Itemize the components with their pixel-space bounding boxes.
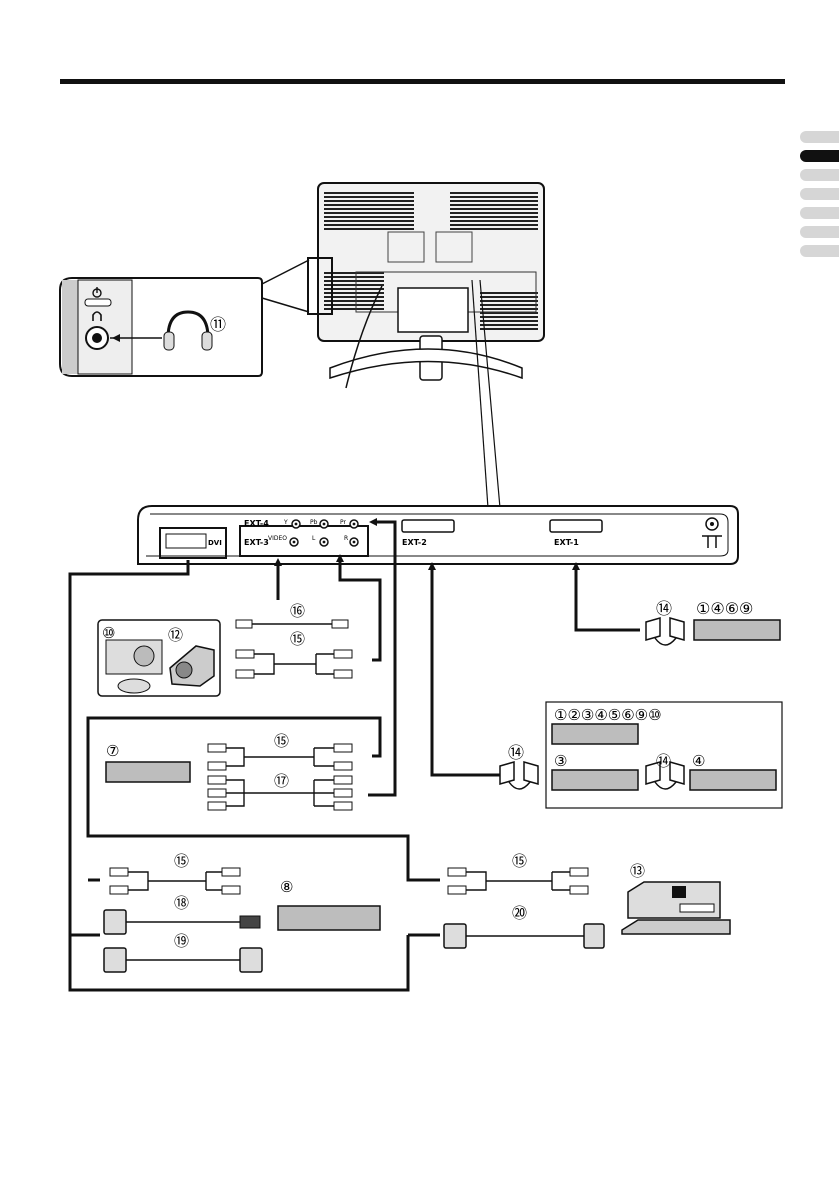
callout-component-cable: ⑰ xyxy=(274,772,289,790)
callout-scart-2: ⑭ xyxy=(508,743,524,762)
scart-ext1[interactable] xyxy=(550,520,602,532)
dvi-plug xyxy=(444,924,466,948)
dvi-device-group: ⑮ ⑱ ⑲ ⑧ xyxy=(104,852,380,972)
rca-plug xyxy=(334,670,352,678)
callout-ext2-device-left: ③ xyxy=(554,752,567,770)
dvi-plug xyxy=(104,910,126,934)
callout-dvi-hdmi-cable: ⑱ xyxy=(174,894,189,912)
hdmi-plug xyxy=(240,916,260,928)
rca-plug xyxy=(236,620,252,628)
dvi-connector[interactable] xyxy=(166,534,206,548)
label-ext1: EXT-1 xyxy=(554,538,579,547)
callout-ext2-devices-top: ①②③④⑤⑥⑨⑩ xyxy=(554,706,662,724)
tv-rear-view xyxy=(308,183,544,508)
rca-plug xyxy=(334,762,352,770)
rca-plug xyxy=(208,776,226,784)
ext1-device xyxy=(694,620,780,640)
rca-plug xyxy=(570,886,588,894)
callout-dvi-device: ⑧ xyxy=(280,878,293,896)
callout-headphones: ⑪ xyxy=(210,315,226,334)
label-video: VIDEO xyxy=(268,535,287,542)
label-pr: Pr xyxy=(340,519,347,526)
callout-audio-cable-3: ⑮ xyxy=(174,852,189,870)
rca-plug xyxy=(332,620,348,628)
scart-cable-1 xyxy=(646,618,684,640)
label-r: R xyxy=(344,535,348,542)
callout-camcorder: ⑫ xyxy=(168,626,183,644)
terminal-panel: DVI EXT-4 EXT-3 Y Pb Pr VIDEO L R EXT-2 … xyxy=(138,506,738,564)
rca-plug xyxy=(334,650,352,658)
rca-plug xyxy=(334,802,352,810)
rca-plug xyxy=(448,868,466,876)
rca-jack[interactable] xyxy=(350,520,358,528)
callout-audio-cable-4: ⑮ xyxy=(512,852,527,870)
ext2-device-group: ⑭ ①②③④⑤⑥⑨⑩ ③ ⑭ ④ xyxy=(500,702,782,808)
dvi-plug xyxy=(104,948,126,972)
game-controller xyxy=(118,679,150,693)
ext2-device-right xyxy=(690,770,776,790)
rca-plug xyxy=(208,802,226,810)
rca-jack[interactable] xyxy=(290,538,298,546)
rca-plug xyxy=(236,670,254,678)
callout-dvi-dvi-cable: ⑲ xyxy=(174,932,189,950)
rca-jack[interactable] xyxy=(320,520,328,528)
scart-ext2[interactable] xyxy=(402,520,454,532)
rca-plug xyxy=(110,886,128,894)
label-pb: Pb xyxy=(310,519,318,526)
label-ext2: EXT-2 xyxy=(402,538,427,547)
rca-plug xyxy=(222,868,240,876)
callout-game-console: ⑩ xyxy=(102,624,115,642)
label-dvi: DVI xyxy=(208,539,222,547)
callout-scart-3: ⑭ xyxy=(656,752,671,770)
callout-audio-cable-1: ⑮ xyxy=(290,630,305,648)
rca-plug xyxy=(334,776,352,784)
rca-plug xyxy=(448,886,466,894)
pc-device-group: ⑮ ⑳ ⑬ xyxy=(444,852,730,948)
keyboard xyxy=(622,920,730,934)
rca-plug xyxy=(110,868,128,876)
rca-plug xyxy=(208,789,226,797)
ext2-device-left xyxy=(552,770,638,790)
dvd-player xyxy=(106,762,190,782)
rca-jack[interactable] xyxy=(292,520,300,528)
rca-plug xyxy=(334,744,352,752)
dvi-plug xyxy=(240,948,262,972)
callout-video-cable: ⑯ xyxy=(290,602,305,620)
ext4-device-group: ⑦ ⑮ ⑰ xyxy=(106,732,352,810)
ext3-device-group: ⑩ ⑫ ⑯ ⑮ xyxy=(98,602,352,696)
rca-plug xyxy=(208,744,226,752)
callout-dvd-player: ⑦ xyxy=(106,742,119,760)
rca-plug xyxy=(334,789,352,797)
label-ext4: EXT-4 xyxy=(244,519,269,528)
vga-plug xyxy=(584,924,604,948)
callout-ext2-device-right: ④ xyxy=(692,752,705,770)
rca-jack[interactable] xyxy=(320,538,328,546)
scart-cable-2 xyxy=(500,762,538,784)
ext2-device-top xyxy=(552,724,638,744)
rca-plug xyxy=(208,762,226,770)
callout-computer: ⑬ xyxy=(630,862,645,880)
callout-dvi-pc-cable: ⑳ xyxy=(512,904,527,922)
rca-jack[interactable] xyxy=(350,538,358,546)
ext1-device-group: ⑭ ①④⑥⑨ xyxy=(646,599,780,645)
callout-audio-cable-2: ⑮ xyxy=(274,732,289,750)
callout-scart-1: ⑭ xyxy=(656,599,672,618)
headphone-zoom: ⑪ xyxy=(60,260,309,376)
dvi-device xyxy=(278,906,380,930)
rca-plug xyxy=(570,868,588,876)
rca-plug xyxy=(222,886,240,894)
label-ext3: EXT-3 xyxy=(244,538,269,547)
rca-plug xyxy=(236,650,254,658)
label-y: Y xyxy=(283,519,288,526)
callout-ext1-devices: ①④⑥⑨ xyxy=(696,599,753,618)
